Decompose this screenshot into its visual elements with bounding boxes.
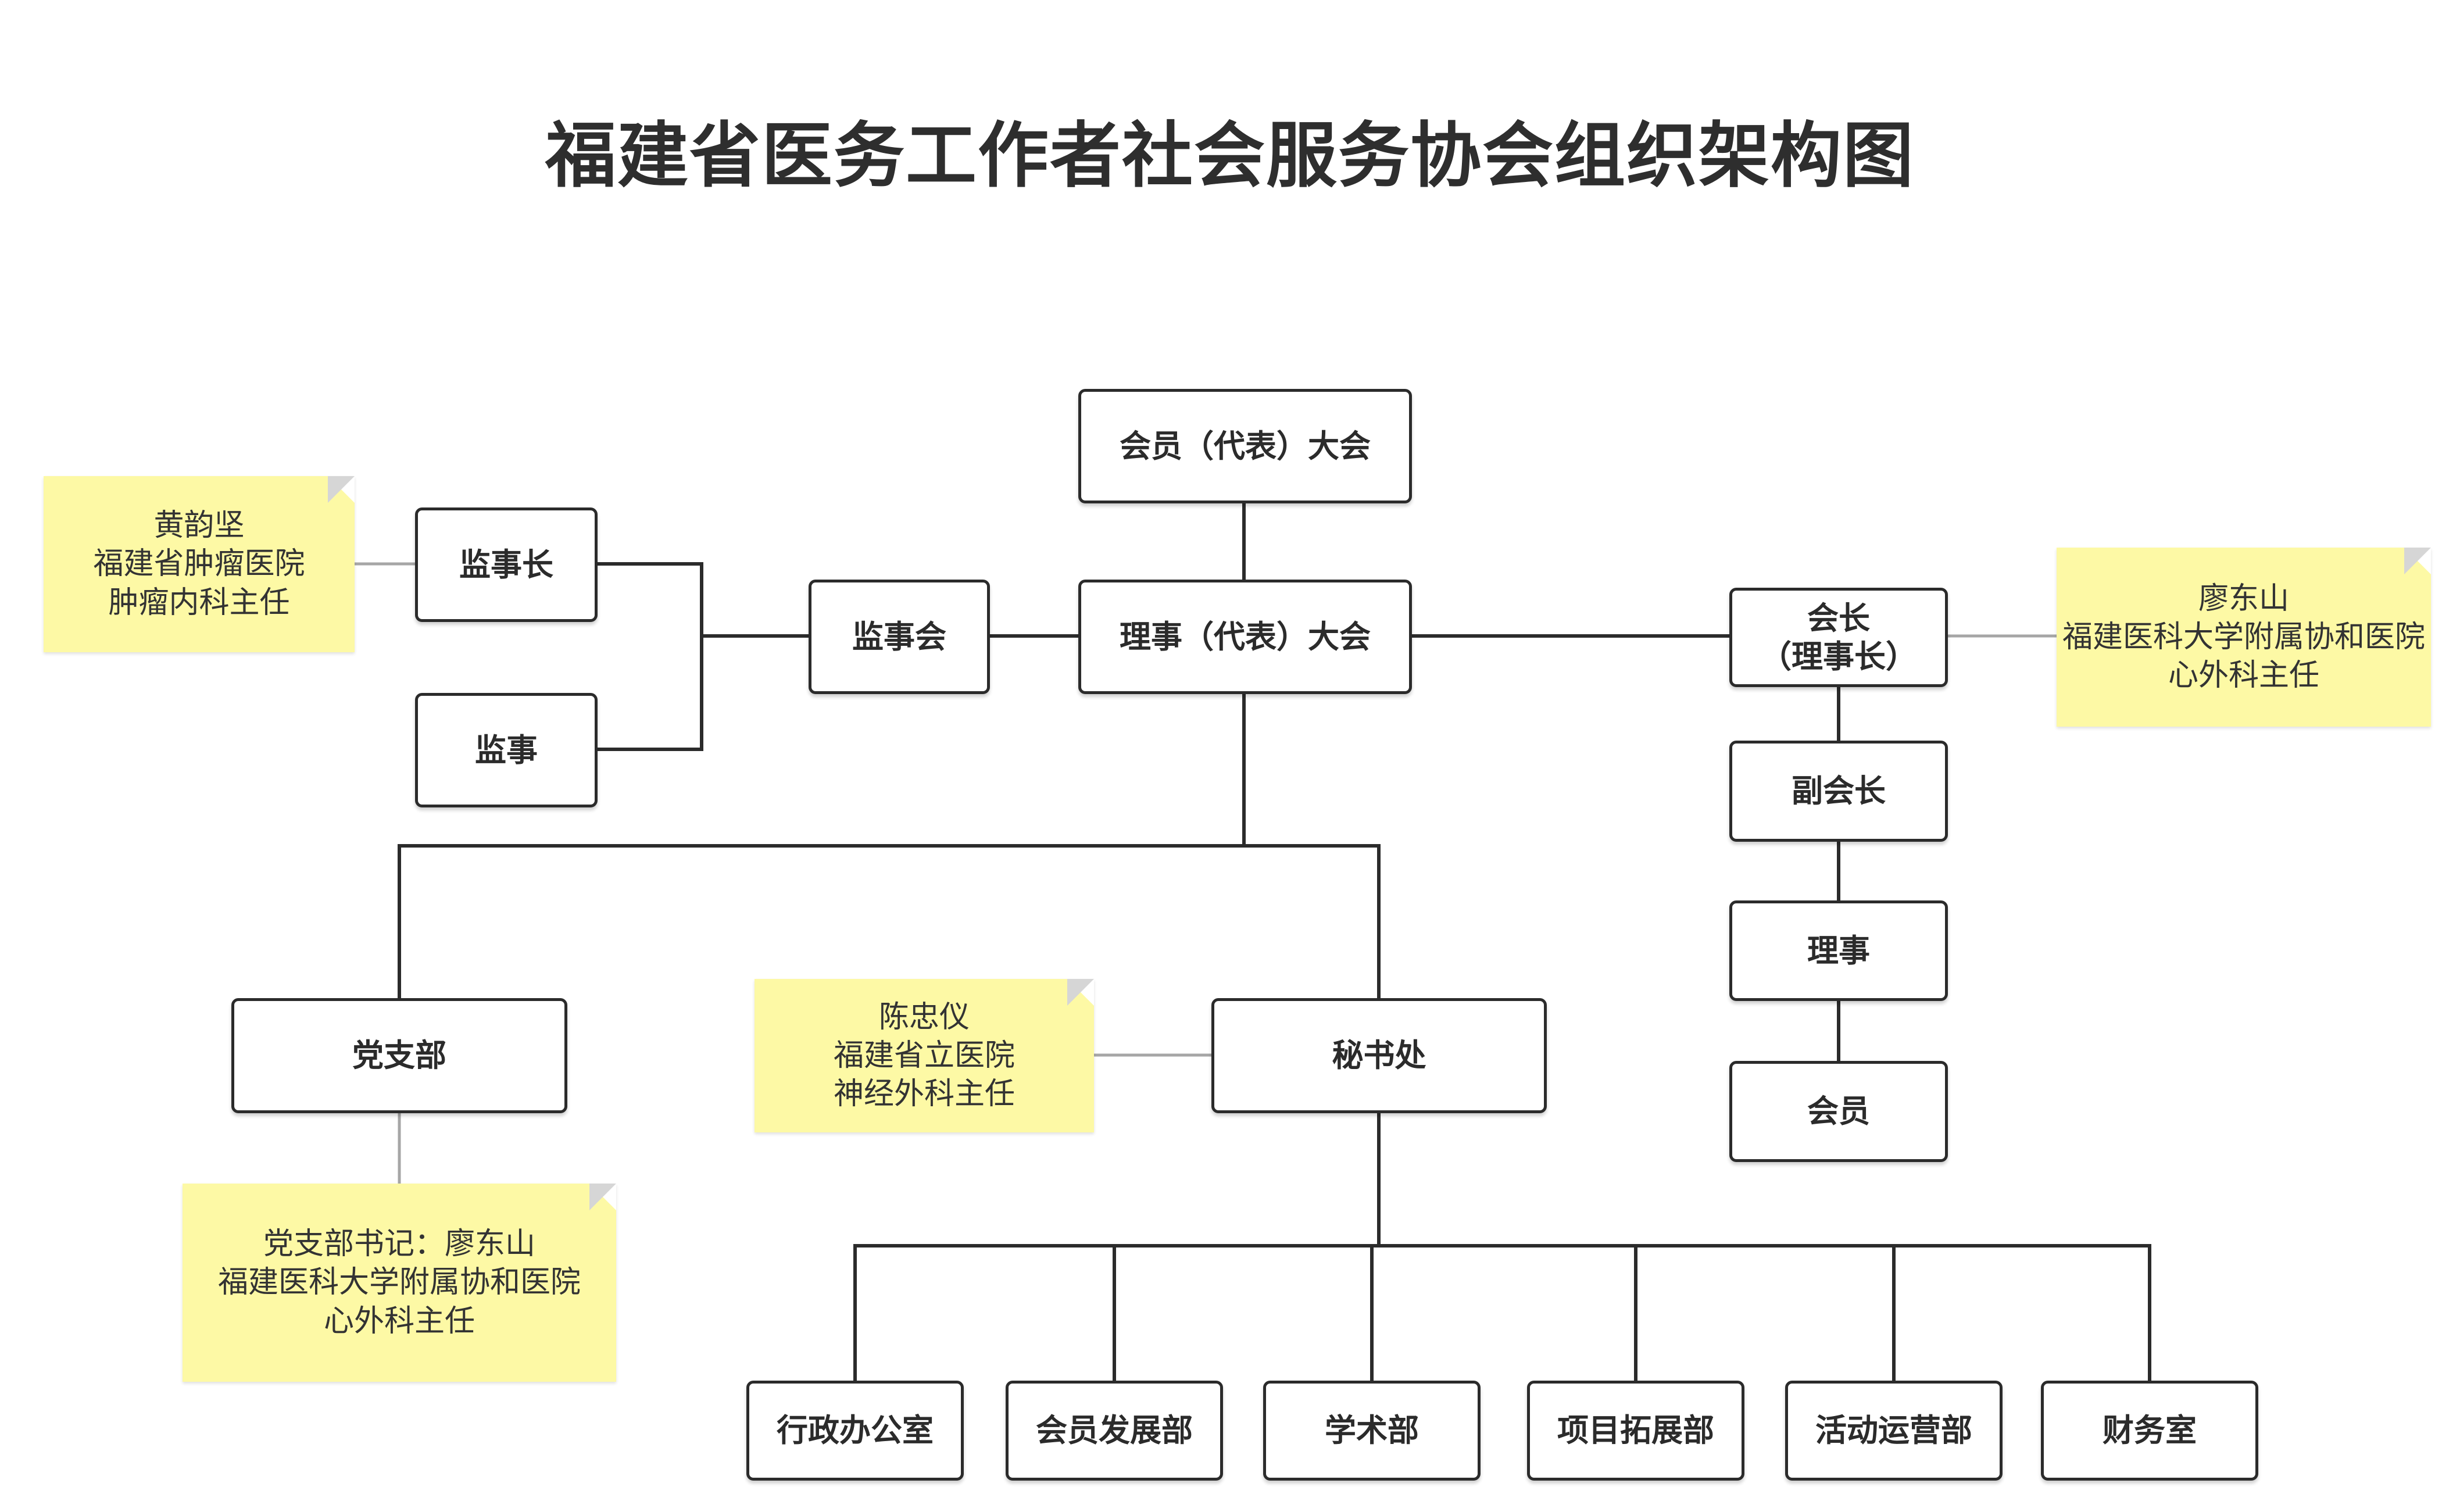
note-fold-corner [2404,548,2431,574]
note-party-branch: 党支部书记：廖东山 福建医科大学附属协和医院 心外科主任 [183,1184,616,1382]
director-label: 理事 [1807,932,1870,969]
note-fold-corner [589,1184,616,1210]
connector-council-to-branches [398,692,1381,1000]
note-line: 心外科主任 [2168,658,2319,694]
general-assembly-box: 会员（代表）大会 [1078,389,1412,503]
secretariat-label: 秘书处 [1332,1037,1426,1074]
council-assembly-box: 理事（代表）大会 [1078,580,1412,694]
connector-secretariat-to-departments [853,1111,2151,1382]
department-label: 会员发展部 [1036,1412,1193,1449]
note-line: 福建省肿瘤医院 [93,546,305,582]
note-line: 党支部书记：廖东山 [263,1227,535,1262]
general-assembly-label: 会员（代表）大会 [1120,427,1371,464]
director-box: 理事 [1729,900,1948,1001]
department-box: 学术部 [1263,1381,1481,1481]
department-box: 行政办公室 [746,1381,964,1481]
party-branch-box: 党支部 [231,998,567,1113]
chief-supervisor-box: 监事长 [415,507,598,622]
supervisory-board-label: 监事会 [852,618,946,655]
party-branch-label: 党支部 [352,1037,446,1074]
note-chief-supervisor: 黄韵坚 福建省肿瘤医院 肿瘤内科主任 [44,476,355,652]
note-line: 陈忠仪 [878,999,970,1035]
supervisor-label: 监事 [475,731,538,768]
department-label: 活动运营部 [1815,1412,1972,1449]
department-label: 学术部 [1325,1412,1419,1449]
department-label: 行政办公室 [777,1412,934,1449]
note-line: 神经外科主任 [833,1077,1015,1112]
supervisor-box: 监事 [415,693,598,807]
supervisory-board-box: 监事会 [809,580,990,694]
department-box: 项目拓展部 [1527,1381,1744,1481]
department-box: 财务室 [2041,1381,2258,1481]
president-label-line2: （理事长） [1760,638,1917,675]
member-label: 会员 [1807,1093,1870,1130]
president-label-line1: 会长 [1807,599,1870,637]
note-line: 福建医科大学附属协和医院 [2062,619,2425,655]
note-fold-corner [1067,979,1094,1006]
member-box: 会员 [1729,1061,1948,1162]
note-line: 黄韵坚 [153,508,245,544]
connector-supervisory-to-supervisors [596,562,810,751]
vice-president-box: 副会长 [1729,741,1948,842]
note-line: 肿瘤内科主任 [108,585,290,620]
vice-president-label: 副会长 [1792,773,1886,810]
note-president: 廖东山 福建医科大学附属协和医院 心外科主任 [2057,548,2431,727]
note-secretariat: 陈忠仪 福建省立医院 神经外科主任 [755,979,1094,1132]
department-label: 项目拓展部 [1557,1412,1714,1449]
note-fold-corner [328,476,355,503]
council-assembly-label: 理事（代表）大会 [1120,618,1371,655]
department-box: 活动运营部 [1785,1381,2003,1481]
note-line: 福建省立医院 [833,1038,1015,1073]
note-line: 廖东山 [2198,581,2289,616]
department-label: 财务室 [2103,1412,2197,1449]
chart-title: 福建省医务工作者社会服务协会组织架构图 [545,115,1915,197]
secretariat-box: 秘书处 [1211,998,1547,1113]
note-line: 福建医科大学附属协和医院 [217,1265,581,1300]
president-box: 会长 （理事长） [1729,588,1948,687]
note-line: 心外科主任 [323,1303,475,1339]
chief-supervisor-label: 监事长 [459,546,553,583]
department-box: 会员发展部 [1006,1381,1223,1481]
